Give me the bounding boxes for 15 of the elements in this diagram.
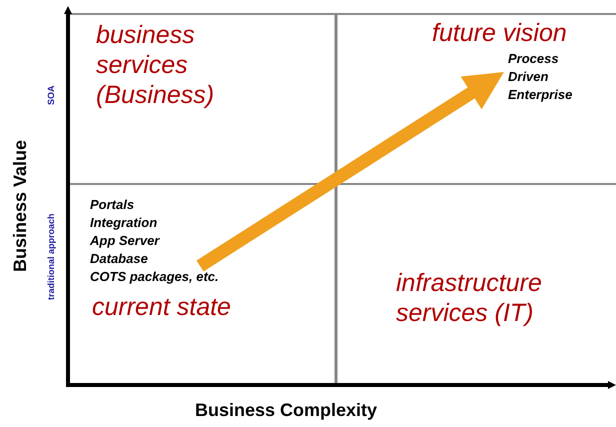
axis-note: traditional approach [46,213,56,300]
axis-title: Business Complexity [195,400,378,421]
quadrant-title: infrastructure services (IT) [396,268,543,328]
item-text: Portals [90,196,136,214]
quadrant-title: business services (Business) [96,20,216,110]
item-text: Database [90,250,149,268]
quadrant-title: future vision [432,18,567,48]
quadrant-title: current state [92,292,231,322]
item-text: Integration [90,214,158,232]
item-text: COTS packages, etc. [90,268,220,286]
item-text: Process Driven Enterprise [508,50,574,104]
item-text: App Server [90,232,161,250]
arrow [196,72,504,272]
axis-note: SOA [46,85,56,105]
axis-title: Business Value [10,140,31,272]
